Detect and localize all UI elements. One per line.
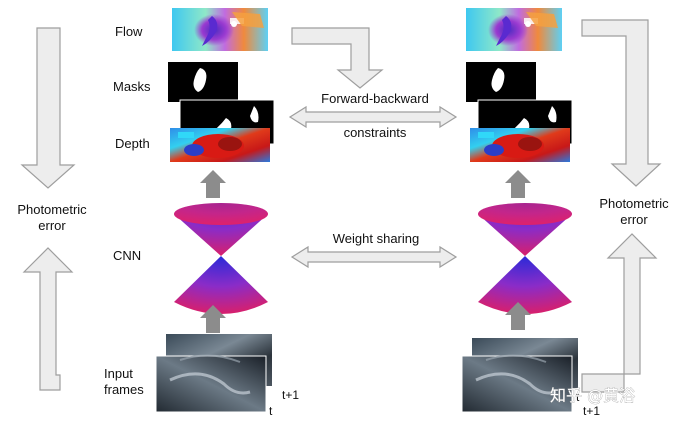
right-frame-t1-label: t+1 [583,404,600,418]
left-frame-t1-label: t+1 [282,388,299,402]
weight-sharing-double-arrow [290,245,458,269]
right-up-arrow-depth [505,170,531,198]
left-depth-image [170,128,270,162]
left-frame-t-label: t [269,404,273,418]
photometric-label-left-1: Photometric [17,202,87,217]
right-frame-t-label: t [576,390,580,404]
constraints-label: constraints [344,125,407,140]
left-cnn-cone [174,203,268,314]
flow-label: Flow [115,24,143,39]
watermark-text: 知乎 @黄浴 [550,386,635,405]
photometric-label-right-2: error [620,212,648,227]
center-flow-down-arrow [291,27,384,89]
cnn-label: CNN [113,248,141,263]
left-input-frames [155,334,272,413]
right-cnn-cone [478,203,572,314]
depth-label: Depth [115,136,150,151]
right-input-frames [461,338,578,413]
weight-sharing-label: Weight sharing [333,231,419,246]
input-frames-label-2: frames [104,382,144,397]
forward-backward-double-arrow [288,105,458,129]
left-photometric-down-arrow [20,27,76,189]
forward-backward-label: Forward-backward [321,91,429,106]
right-input-to-error-arrow [581,233,658,393]
right-flow-image [466,8,562,51]
photometric-label-left-2: error [38,218,66,233]
left-up-arrow-depth [200,170,226,198]
left-flow-image [172,8,268,51]
right-depth-image [470,128,570,162]
right-photometric-down-arrow [581,19,662,187]
input-frames-label-1: Input [104,366,133,381]
photometric-label-right-1: Photometric [599,196,669,211]
masks-label: Masks [113,79,151,94]
left-input-to-error-arrow [22,247,74,391]
